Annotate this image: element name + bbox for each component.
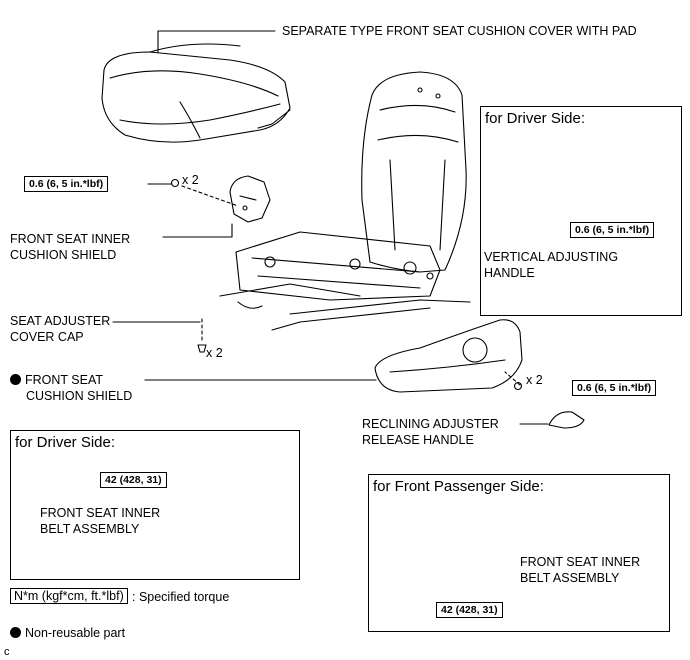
belt-driver-label-line2: BELT ASSEMBLY bbox=[40, 522, 140, 536]
inner-cushion-shield-drawing bbox=[170, 175, 271, 223]
passenger-side-belt-box: for Front Passenger Side: bbox=[368, 474, 670, 632]
non-reusable-marker bbox=[10, 627, 21, 638]
inner-cushion-shield-label-line2: CUSHION SHIELD bbox=[10, 248, 117, 262]
reclining-handle-label-line1: RECLINING ADJUSTER bbox=[362, 417, 499, 431]
legend-non-reusable-text: Non-reusable part bbox=[25, 626, 126, 640]
cushion-shield-label-line1: FRONT SEAT bbox=[10, 372, 103, 388]
box-title: for Front Passenger Side: bbox=[373, 478, 544, 495]
vertical-handle-label-line2: HANDLE bbox=[484, 266, 535, 280]
torque-inner-shield: 0.6 (6, 5 in.*lbf) bbox=[24, 176, 109, 192]
non-reusable-marker bbox=[10, 374, 21, 385]
cushion-shield-drawing bbox=[374, 319, 523, 393]
driver-side-belt-box: for Driver Side: bbox=[10, 430, 300, 580]
figure-code: c bbox=[4, 646, 10, 658]
cover-cap-qty: x 2 bbox=[206, 346, 223, 360]
cushion-cover-label: SEPARATE TYPE FRONT SEAT CUSHION COVER W… bbox=[282, 24, 637, 38]
reclining-handle-drawing bbox=[548, 411, 585, 429]
box-title: for Driver Side: bbox=[485, 110, 586, 127]
legend-torque-unit: N*m (kgf*cm, ft.*lbf) bbox=[10, 588, 128, 604]
torque-belt-passenger: 42 (428, 31) bbox=[436, 602, 503, 618]
vertical-handle-label-line1: VERTICAL ADJUSTING bbox=[484, 250, 619, 264]
seat-back-drawing bbox=[361, 71, 467, 273]
cushion-shield-label-line2: CUSHION SHIELD bbox=[26, 389, 133, 403]
torque-cushion-shield: 0.6 (6, 5 in.*lbf) bbox=[572, 380, 657, 396]
inner-cushion-shield-label-line1: FRONT SEAT INNER bbox=[10, 232, 131, 246]
inner-shield-screw-qty: x 2 bbox=[182, 173, 199, 187]
torque-belt-driver: 42 (428, 31) bbox=[100, 472, 167, 488]
adjuster-cap-drawing bbox=[197, 317, 207, 353]
adjuster-cap-label-line1: SEAT ADJUSTER bbox=[10, 314, 111, 328]
belt-passenger-label-line1: FRONT SEAT INNER bbox=[520, 555, 641, 569]
torque-vertical-handle: 0.6 (6, 5 in.*lbf) bbox=[570, 222, 655, 238]
shield-screw-qty: x 2 bbox=[526, 373, 543, 387]
reclining-handle-label-line2: RELEASE HANDLE bbox=[362, 433, 474, 447]
seat-frame-drawing bbox=[219, 231, 471, 331]
box-title: for Driver Side: bbox=[15, 434, 116, 451]
legend-non-reusable: Non-reusable part bbox=[10, 625, 125, 641]
belt-driver-label-line1: FRONT SEAT INNER bbox=[40, 506, 161, 520]
driver-side-vertical-handle-box: for Driver Side: bbox=[480, 106, 682, 316]
belt-passenger-label-line2: BELT ASSEMBLY bbox=[520, 571, 620, 585]
cushion-cover-drawing bbox=[101, 43, 291, 143]
adjuster-cap-label-line2: COVER CAP bbox=[10, 330, 84, 344]
legend-torque-desc: : Specified torque bbox=[132, 590, 230, 604]
cushion-shield-label-text: FRONT SEAT bbox=[25, 373, 104, 387]
